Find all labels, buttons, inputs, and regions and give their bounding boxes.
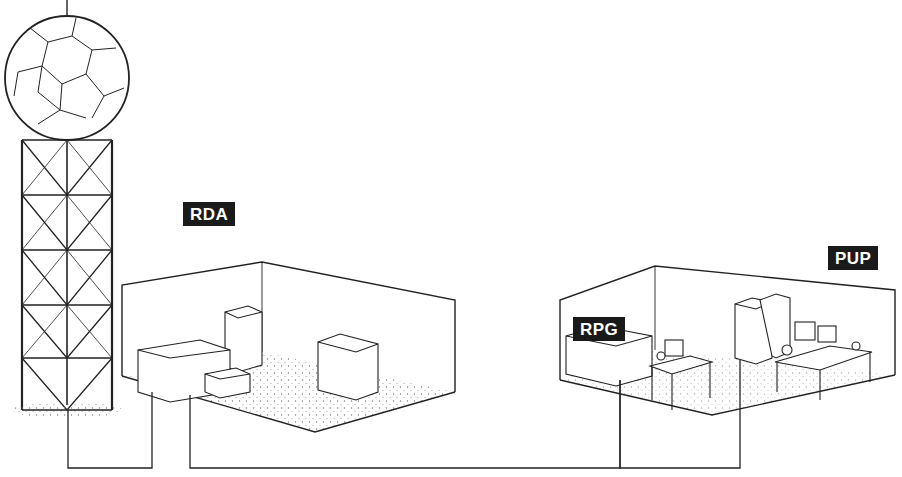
desk-legs [652, 362, 710, 410]
section-tag: PUP [828, 246, 878, 270]
tower-bracing [22, 140, 112, 410]
section-tag: RPG [573, 317, 625, 341]
desk-legs [777, 352, 870, 400]
room-corner [655, 266, 656, 350]
tower-cable [68, 392, 152, 468]
monitor [795, 322, 815, 340]
rda-equipment [138, 306, 378, 402]
equipment-area: PUP [700, 245, 890, 360]
tower-bracing-back [22, 140, 112, 358]
tower-rungs [22, 140, 112, 410]
operator-chair [782, 345, 792, 355]
operator-chair [852, 342, 860, 350]
tower-leg [66, 140, 68, 405]
radome [5, 16, 129, 140]
signal-cable [190, 380, 620, 468]
cabinet-edge [318, 342, 378, 352]
cabinet-edge [138, 350, 230, 358]
cabinet [318, 334, 378, 400]
tower-base [12, 402, 122, 418]
monitor [665, 340, 683, 356]
cabinet-edge [225, 312, 262, 318]
small-unit-edge [205, 374, 250, 379]
antenna-mast [66, 0, 67, 17]
signal-cable [620, 360, 740, 468]
radome-panels [14, 18, 124, 124]
pup-equipment [650, 294, 872, 410]
rda-room [122, 262, 455, 432]
small-unit [205, 368, 250, 398]
tower-leg [111, 140, 113, 410]
rpg-pup-room [560, 266, 895, 415]
equipment-area: RPG [560, 315, 655, 380]
equipment-area: RDA [120, 195, 460, 395]
section-tag: RDA [183, 202, 235, 226]
operator-chair [657, 352, 665, 360]
monitor [818, 326, 836, 342]
tower-leg [21, 140, 23, 410]
radar-tower [5, 0, 129, 418]
